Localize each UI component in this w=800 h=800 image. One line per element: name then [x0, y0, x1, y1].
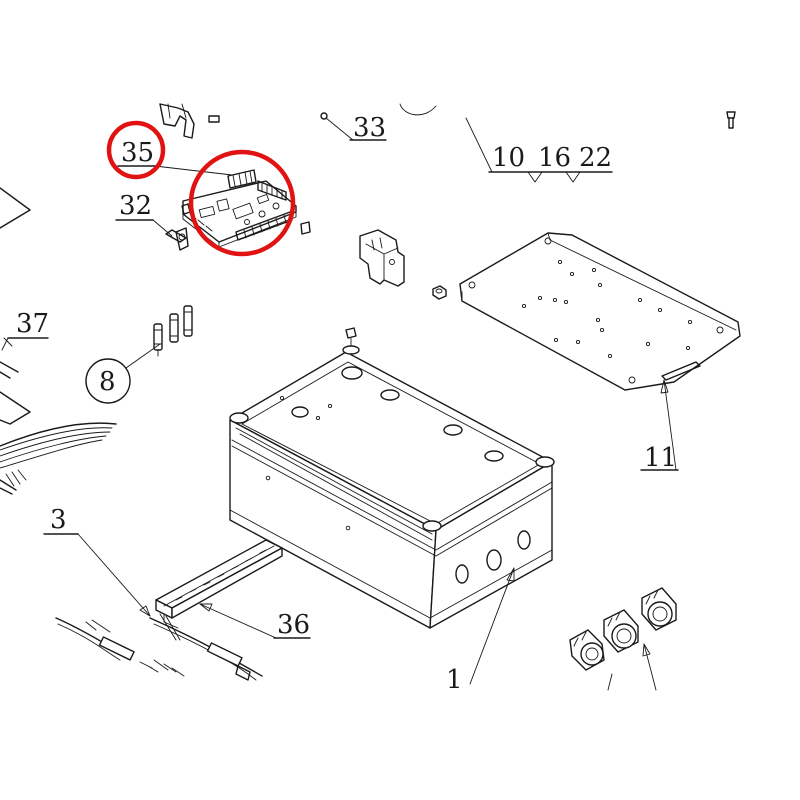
callout-3: 3 [43, 505, 151, 617]
label-35: 35 [121, 138, 154, 168]
label-22: 22 [579, 143, 612, 173]
plate-hole-grid [521, 259, 693, 359]
round-part-edge [399, 103, 437, 116]
label-16: 16 [538, 143, 571, 173]
screw-part-right [726, 111, 736, 129]
callout-33: 33 [325, 113, 387, 143]
small-post-35 [300, 221, 311, 235]
gland-2 [603, 609, 639, 653]
label-32: 32 [119, 191, 152, 221]
gland-1 [641, 587, 677, 631]
enclosure-box-1 [229, 351, 555, 629]
label-36: 36 [277, 610, 310, 640]
mounting-plate [459, 232, 741, 391]
cable-glands [569, 587, 677, 691]
highlight-circle-board-35 [188, 149, 296, 257]
callout-36: 36 [199, 603, 311, 640]
label-37: 37 [16, 309, 49, 339]
callout-32: 32 [115, 191, 173, 237]
screw-part-33 [320, 112, 328, 120]
terminal-block-part [359, 229, 405, 287]
callout-11: 11 [640, 379, 679, 473]
label-8: 8 [99, 367, 116, 397]
fuses-part-8 [153, 305, 193, 357]
callout-1: 1 [446, 567, 515, 695]
din-rail-36 [155, 539, 283, 629]
gland-3 [569, 629, 605, 671]
left-edge-parts [0, 187, 31, 425]
callout-10-16-22: 10 16 22 [465, 117, 613, 183]
label-1: 1 [446, 665, 463, 695]
circuit-board-35 [181, 169, 297, 248]
label-11: 11 [644, 443, 677, 473]
bracket-part-top [159, 103, 220, 139]
nut-part [432, 285, 447, 300]
callout-35: 35 [106, 120, 233, 180]
top-screw [342, 327, 360, 355]
label-10: 10 [492, 143, 525, 173]
callout-8: 8 [85, 343, 161, 404]
label-33: 33 [353, 113, 386, 143]
highlight-circle-label-35 [106, 120, 166, 180]
wire-bundle-left [0, 422, 117, 495]
label-3: 3 [50, 505, 67, 535]
wire-harness-3 [55, 613, 263, 681]
callout-37: 37 [1, 309, 49, 351]
screw-part-32 [165, 227, 189, 251]
